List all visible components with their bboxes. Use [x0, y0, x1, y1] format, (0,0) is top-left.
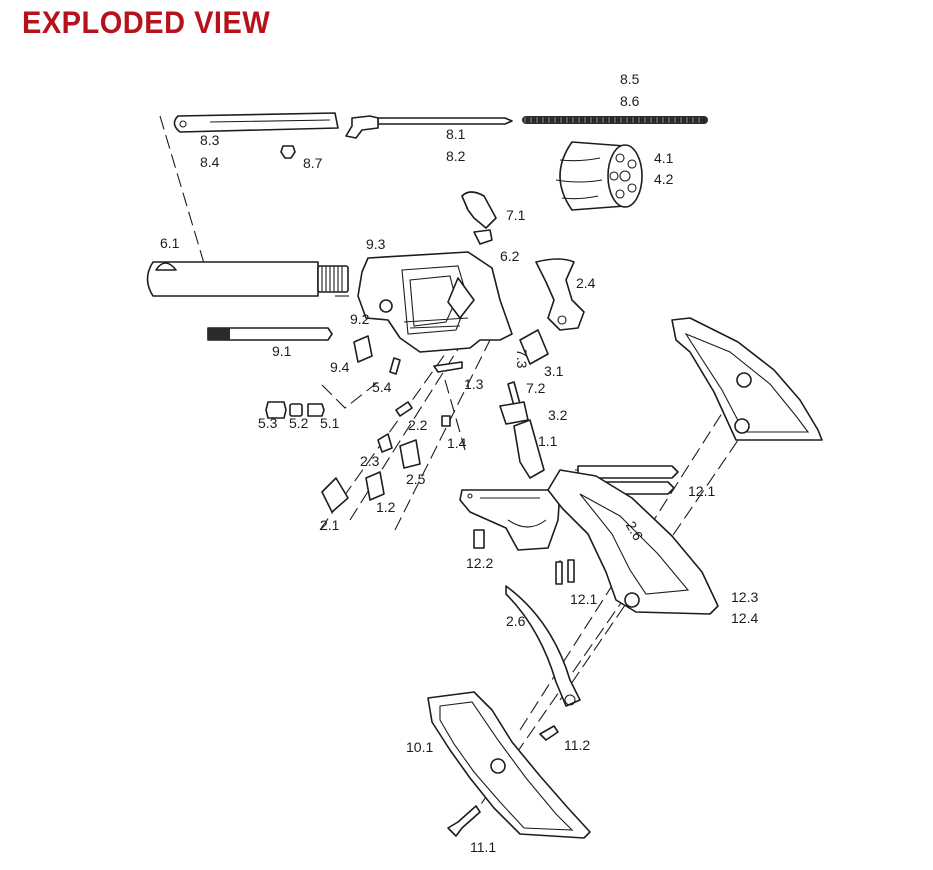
- latch-parts: [265, 357, 401, 419]
- part-label: 8.1: [446, 126, 466, 142]
- part-label: 7.3: [514, 349, 530, 369]
- part-label: 5.1: [320, 415, 340, 431]
- part-label: 3.2: [548, 407, 568, 423]
- part-label: 9.1: [272, 343, 292, 359]
- part-label: 8.2: [446, 148, 466, 164]
- part-label: 9.4: [330, 359, 350, 375]
- part-label: 5.3: [258, 415, 278, 431]
- part-label: 11.1: [470, 839, 496, 855]
- part-label: 2.2: [408, 417, 428, 433]
- ejector-spring: [522, 116, 708, 124]
- left-grip-panel: [427, 691, 591, 839]
- part-label: 6.1: [160, 235, 180, 251]
- hand: [535, 258, 585, 331]
- part-label: 7.1: [506, 207, 526, 223]
- bushing: [353, 335, 373, 363]
- part-label: 2.5: [406, 471, 426, 487]
- bolt-parts: [499, 329, 549, 479]
- part-label: 4.2: [654, 171, 674, 187]
- right-grip-panel: [671, 317, 823, 441]
- cylinder: [555, 141, 643, 211]
- barrel: [146, 261, 349, 297]
- part-label: 12.4: [731, 610, 758, 626]
- frame: [357, 251, 513, 353]
- trigger-spring: [433, 361, 463, 373]
- backstrap: [505, 585, 581, 707]
- part-label: 2.6: [506, 613, 526, 629]
- part-label: 8.5: [620, 71, 640, 87]
- part-label: 1.1: [538, 433, 558, 449]
- part-label: 12.3: [731, 589, 758, 605]
- part-labels: 8.5 8.6 8.1 8.2 8.3 8.4 8.7 4.1 4.2 7.1 …: [160, 71, 758, 855]
- escutcheon-pin: [539, 725, 559, 741]
- part-label: 9.2: [350, 311, 370, 327]
- housing-screw: [280, 145, 296, 159]
- part-label: 11.2: [564, 737, 590, 753]
- springs-plungers: [365, 401, 451, 501]
- part-label: 12.1: [570, 591, 597, 607]
- part-label: 1.4: [447, 435, 467, 451]
- trigger-guard: [459, 489, 561, 551]
- part-label: 2.3: [360, 453, 380, 469]
- page-title: EXPLODED VIEW: [22, 6, 271, 41]
- part-label: 2.1: [320, 517, 340, 533]
- part-label: 9.3: [366, 236, 386, 252]
- part-label: 1.2: [376, 499, 396, 515]
- grip-frame: [547, 469, 719, 615]
- grip-screw: [447, 805, 481, 837]
- part-label: 5.2: [289, 415, 309, 431]
- part-label: 8.7: [303, 155, 323, 171]
- part-label: 3.1: [544, 363, 564, 379]
- part-label: 8.3: [200, 132, 220, 148]
- part-label: 7.2: [526, 380, 546, 396]
- part-label: 10.1: [406, 739, 433, 755]
- mainspring-seat: [321, 477, 349, 513]
- part-label: 2.4: [576, 275, 596, 291]
- part-label: 8.4: [200, 154, 220, 170]
- part-label: 6.2: [500, 248, 520, 264]
- part-label: 12.1: [688, 483, 715, 499]
- ejector-rod: [345, 115, 513, 139]
- ejector-housing: [173, 112, 339, 133]
- hammer: [461, 191, 497, 245]
- part-label: 5.4: [372, 379, 392, 395]
- part-label: 8.6: [620, 93, 640, 109]
- part-label: 12.2: [466, 555, 493, 571]
- base-pin: [207, 327, 333, 341]
- part-label: 1.3: [464, 376, 484, 392]
- part-label: 4.1: [654, 150, 674, 166]
